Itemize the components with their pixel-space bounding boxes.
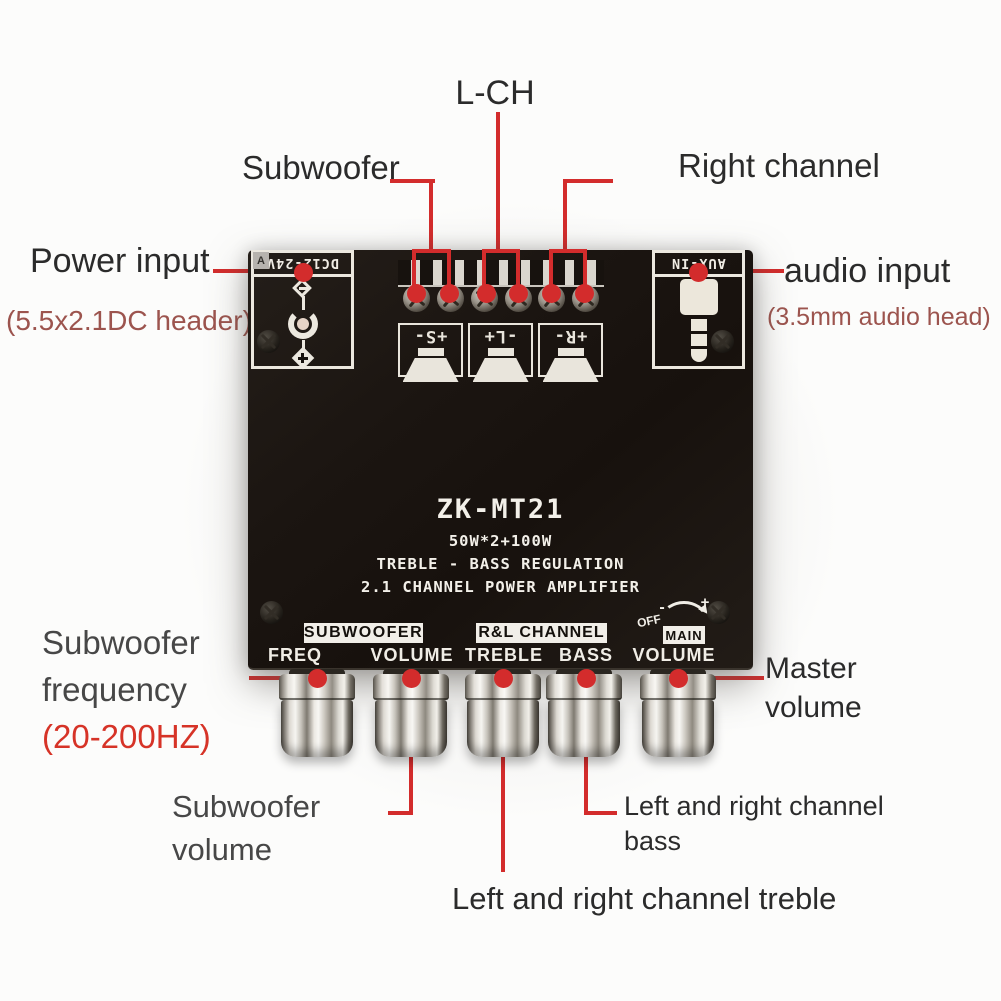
terminal-right-label: +R-: [553, 326, 588, 346]
connector-master-volume: [678, 676, 764, 680]
label-frequency-range: (20-200HZ): [42, 717, 211, 755]
connector-right-h: [565, 179, 613, 183]
connector-treble-v: [501, 678, 505, 872]
screw-icon: [260, 601, 283, 624]
terminal-left-label: -L+: [483, 326, 518, 346]
dot-aux-port: [689, 263, 708, 282]
label-subwoofer-output: Subwoofer: [242, 149, 400, 186]
section-subwoofer: SUBWOOFER: [303, 623, 424, 643]
terminal-subwoofer: +S-: [398, 323, 463, 382]
rotation-arrow-icon: [662, 601, 706, 617]
screw-icon: [711, 330, 734, 353]
label-subwoofer-frequency-line1: Subwoofer: [42, 624, 200, 661]
connector-subwoofer-h: [390, 179, 435, 183]
speaker-icon: [417, 348, 444, 356]
knob-label-treble: TREBLE: [465, 645, 543, 665]
knob-label-bass: BASS: [558, 645, 613, 665]
audio-jack-icon: [679, 279, 719, 367]
dot-terminal-2: [440, 284, 459, 303]
speaker-icon: [557, 348, 584, 356]
dc-jack-icon: [273, 278, 333, 370]
label-subwoofer-frequency-line2: frequency: [42, 670, 187, 708]
label-subwoofer-volume: Subwoofer volume: [172, 785, 320, 872]
label-subwoofer-frequency: Subwoofer frequency (20-200HZ): [42, 620, 211, 761]
section-main: MAIN: [663, 626, 705, 644]
board-spec-regulation: TREBLE - BASS REGULATION: [376, 555, 625, 573]
label-master-volume-line2: volume: [765, 691, 862, 724]
speaker-icon: [402, 358, 459, 382]
label-power-input: Power input: [30, 242, 210, 280]
dot-treble-knob: [494, 669, 513, 688]
terminal-right: +R-: [538, 323, 603, 382]
dot-terminal-3: [477, 284, 496, 303]
board-spec-type: 2.1 CHANNEL POWER AMPLIFIER: [361, 578, 640, 596]
label-lr-bass: Left and right channel bass: [624, 789, 884, 859]
dot-power-port: [294, 263, 313, 282]
label-lr-bass-line2: bass: [624, 826, 682, 857]
label-right-channel: Right channel: [678, 147, 880, 184]
screw-icon: [257, 330, 280, 353]
label-master-volume: Master volume: [765, 649, 862, 727]
amplifier-board: A DC12-24V AUX-IN: [248, 250, 753, 670]
dot-freq-knob: [308, 669, 327, 688]
bass-knob: [546, 669, 622, 757]
dot-main-volume-knob: [669, 669, 688, 688]
speaker-icon: [487, 348, 514, 356]
dial-minus: -: [659, 599, 665, 616]
connector-bass-h: [584, 811, 617, 815]
connector-subwoofer-fork: [412, 249, 451, 295]
dot-terminal-1: [407, 284, 426, 303]
label-l-ch: L-CH: [455, 74, 535, 112]
connector-lch-v: [496, 112, 500, 253]
knob-label-sub-volume: VOLUME: [370, 645, 454, 665]
terminal-comb: [398, 260, 604, 287]
terminal-subwoofer-label: +S-: [413, 326, 448, 346]
dot-terminal-4: [509, 284, 528, 303]
label-lr-treble: Left and right channel treble: [452, 881, 837, 916]
dot-terminal-5: [542, 284, 561, 303]
label-master-volume-line1: Master: [765, 652, 857, 685]
label-subwoofer-volume-line1: Subwoofer: [172, 789, 321, 824]
corner-tag: A: [253, 252, 269, 269]
connector-subvolume-h: [388, 811, 413, 815]
dot-bass-knob: [577, 669, 596, 688]
connector-right-fork: [549, 249, 587, 295]
screw-icon: [707, 601, 730, 624]
board-model: ZK-MT21: [436, 494, 565, 525]
speaker-icon: [472, 358, 529, 382]
label-audio-input-detail: (3.5mm audio head): [767, 303, 991, 331]
dial-plus: +: [700, 594, 710, 611]
dot-terminal-6: [575, 284, 594, 303]
terminal-left: -L+: [468, 323, 533, 382]
aux-port-box: AUX-IN: [652, 250, 745, 369]
board-spec-power: 50W*2+100W: [448, 532, 553, 550]
dot-subvolume-knob: [402, 669, 421, 688]
connector-right-v: [563, 179, 567, 253]
connector-subwoofer-v: [429, 179, 433, 253]
label-power-input-detail: (5.5x2.1DC header): [6, 305, 252, 336]
knob-label-freq: FREQ: [267, 645, 322, 665]
knob-label-main-volume: VOLUME: [632, 645, 716, 665]
label-lr-bass-line1: Left and right channel: [624, 791, 884, 821]
label-subwoofer-volume-line2: volume: [172, 832, 272, 868]
speaker-icon: [542, 358, 599, 382]
connector-lch-fork: [482, 249, 520, 295]
label-audio-input: audio input: [784, 252, 951, 290]
section-rl-channel: R&L CHANNEL: [476, 623, 607, 643]
